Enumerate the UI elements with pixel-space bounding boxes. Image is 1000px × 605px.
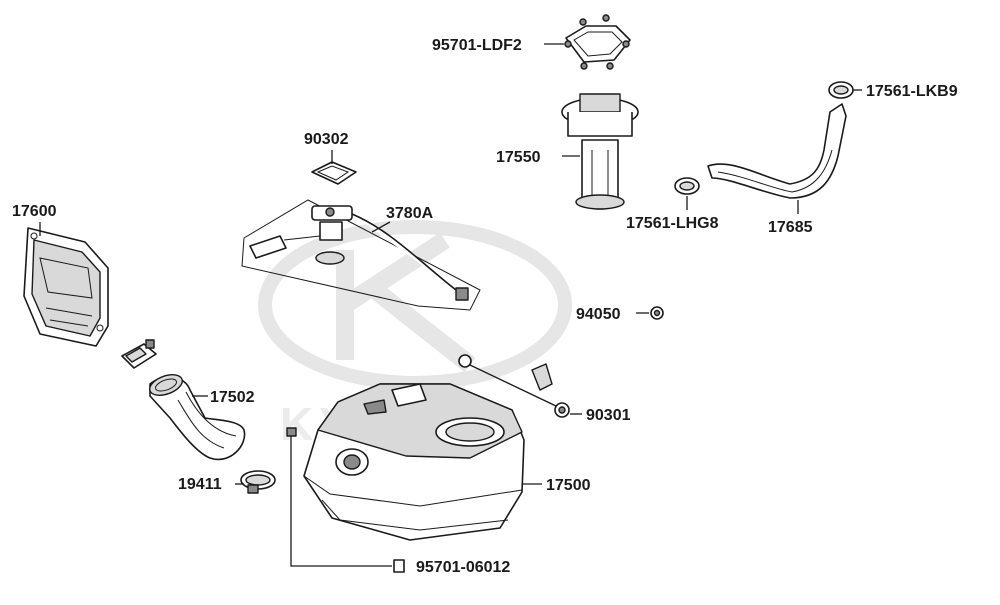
part-17550-fuel-pump[interactable]: [561, 93, 639, 210]
label-17502: 17502: [210, 389, 255, 406]
label-17550: 17550: [496, 149, 541, 166]
part-17685-fuel-hose[interactable]: [707, 103, 847, 199]
part-90302-gasket[interactable]: [311, 161, 357, 185]
label-17561-LHG8: 17561-LHG8: [626, 215, 719, 232]
part-94050-nut[interactable]: [650, 306, 664, 320]
label-95701-06012: 95701-06012: [416, 559, 510, 576]
label-19411: 19411: [178, 476, 222, 493]
label-17561-LKB9: 17561-LKB9: [866, 83, 958, 100]
part-17500-fuel-tank[interactable]: [303, 383, 525, 541]
part-90301-nuts[interactable]: [458, 354, 570, 418]
label-90302: 90302: [304, 131, 349, 148]
part-17600-cover[interactable]: [23, 227, 109, 347]
part-17561-LHG8-clamp[interactable]: [674, 177, 700, 195]
label-94050: 94050: [576, 306, 621, 323]
part-19411-clamp[interactable]: [240, 470, 276, 494]
part-17561-LKB9-clamp[interactable]: [828, 81, 854, 99]
label-17500: 17500: [546, 477, 591, 494]
label-3780A: 3780A: [386, 205, 434, 222]
label-17600: 17600: [12, 203, 57, 220]
part-3780A-fuel-sender[interactable]: [241, 199, 481, 311]
part-17502-filler-tube[interactable]: [147, 371, 246, 461]
part-95701-LDF2-ring[interactable]: [564, 14, 631, 70]
label-90301: 90301: [586, 407, 631, 424]
label-95701-LDF2: 95701-LDF2: [432, 37, 522, 54]
part-clip-icon[interactable]: [121, 339, 157, 369]
part-95701-06012-bolt[interactable]: [286, 427, 405, 573]
label-17685: 17685: [768, 219, 813, 236]
